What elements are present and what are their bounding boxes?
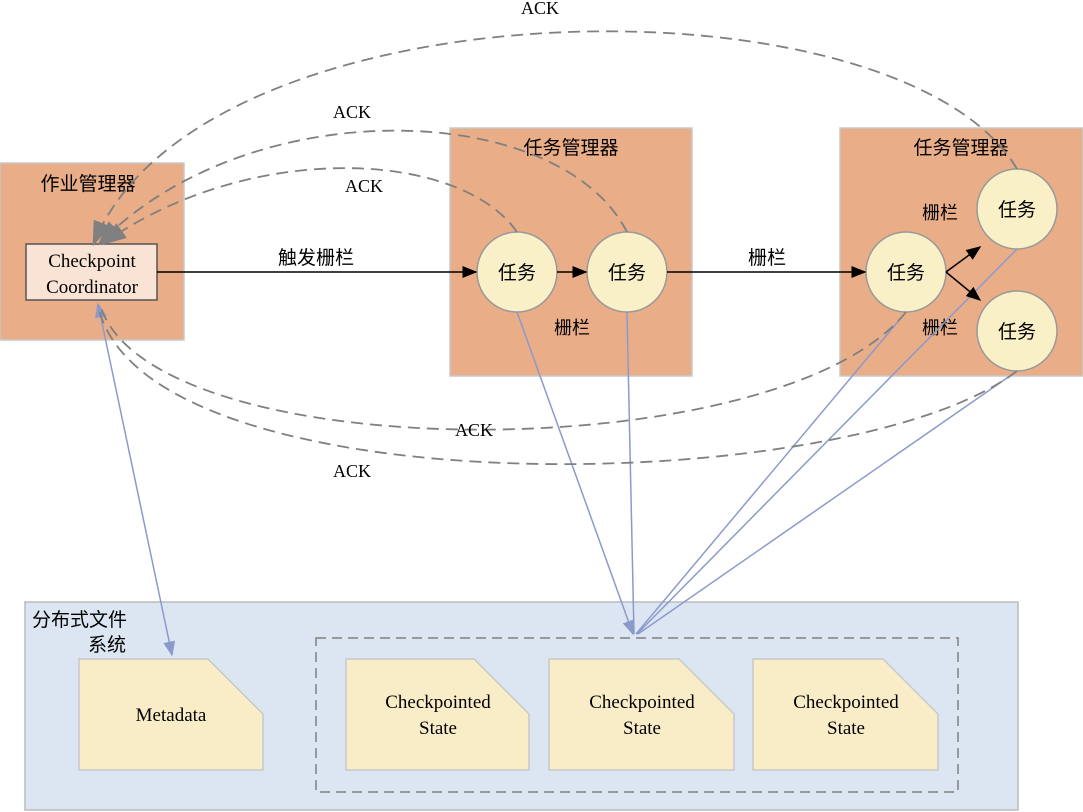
svg-text:任务: 任务 (998, 321, 1036, 343)
job-manager-title: 作业管理器 (40, 173, 135, 195)
checkpointed-state-3: Checkpointed State (752, 658, 939, 771)
barrier-arrows (157, 246, 982, 301)
svg-text:State: State (827, 718, 865, 739)
storage-lines (94, 248, 1018, 657)
ack-label: ACK (333, 102, 371, 122)
dfs-title-1: 分布式文件 (32, 609, 127, 631)
svg-text:任务: 任务 (998, 199, 1036, 221)
svg-text:Checkpointed: Checkpointed (385, 692, 491, 713)
svg-text:Checkpoint: Checkpoint (48, 251, 136, 272)
metadata-doc: Metadata (78, 658, 264, 771)
svg-text:Checkpointed: Checkpointed (589, 692, 695, 713)
ack-label: ACK (455, 420, 493, 440)
trigger-barrier-label: 触发栅栏 (278, 247, 354, 269)
svg-text:任务管理器: 任务管理器 (913, 137, 1008, 159)
svg-text:任务: 任务 (498, 262, 536, 284)
svg-text:State: State (419, 718, 457, 739)
svg-text:任务: 任务 (608, 262, 646, 284)
barrier-label: 栅栏 (748, 247, 786, 269)
svg-text:Checkpointed: Checkpointed (793, 692, 899, 713)
ack-label: ACK (333, 461, 371, 481)
svg-text:任务: 任务 (887, 262, 925, 284)
checkpointed-state-2: Checkpointed State (548, 658, 735, 771)
svg-text:栅栏: 栅栏 (922, 203, 958, 224)
ack-curves (92, 30, 1018, 465)
svg-text:State: State (623, 718, 661, 739)
ack-label: ACK (521, 0, 559, 18)
distributed-file-system: 分布式文件 系统 Metadata Checkpointed State Che… (24, 601, 1019, 811)
svg-text:栅栏: 栅栏 (554, 318, 590, 339)
svg-text:Coordinator: Coordinator (46, 277, 138, 298)
metadata-label: Metadata (136, 705, 207, 726)
svg-text:任务管理器: 任务管理器 (523, 137, 618, 159)
dfs-title-2: 系统 (88, 634, 126, 656)
checkpoint-coordinator (25, 243, 158, 301)
job-manager: 作业管理器 Checkpoint Coordinator (0, 162, 185, 341)
svg-text:栅栏: 栅栏 (922, 318, 958, 339)
checkpointed-state-1: Checkpointed State (345, 658, 530, 771)
ack-label: ACK (345, 176, 383, 196)
